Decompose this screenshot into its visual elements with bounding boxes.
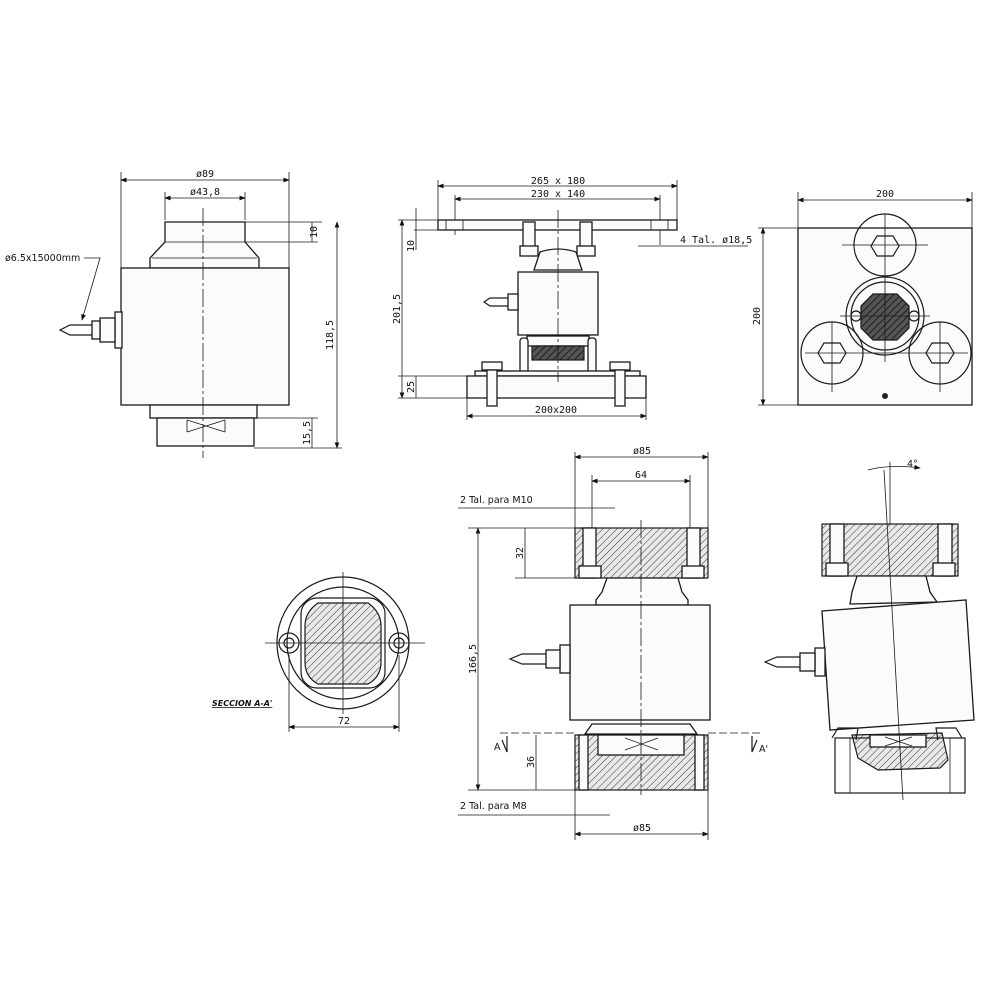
dim-bottom-height: 15,5	[302, 421, 313, 445]
top-holes-label: 2 Tal. para M10	[460, 495, 533, 506]
top-view: 200 200	[752, 189, 973, 406]
dim-top-block-height: 32	[515, 547, 526, 559]
dim-top-diameter: ø85	[633, 446, 651, 457]
top-load-button	[149, 221, 260, 269]
section-a-view: 72 SECCION A-A'	[212, 572, 425, 732]
dim-plate-thickness: 10	[406, 240, 417, 252]
bolt-hex-icon	[870, 235, 900, 257]
holes-label: 4 Tal. ø18,5	[680, 235, 752, 246]
front-view: ø89 ø43,8 ø6.5x15000mm 10 118,5 15,5	[5, 169, 342, 458]
dim-bottom-diameter: ø85	[633, 823, 651, 834]
section-mark-right: A'	[759, 744, 768, 755]
dim-top-hole-spacing: 64	[635, 470, 647, 481]
dim-total-height: 118,5	[325, 320, 336, 350]
load-cell-body	[120, 267, 290, 406]
dim-bottom-block-height: 36	[526, 756, 537, 768]
cable-label: ø6.5x15000mm	[5, 253, 80, 264]
top-plate	[437, 219, 678, 231]
dim-outer-diameter: ø89	[196, 169, 214, 180]
assembly-view: ø85 64 2 Tal. para M10 32 166,5 36 A A' …	[458, 446, 768, 840]
dim-top-plate-holes: 230 x 140	[531, 189, 585, 200]
dim-total-height: 166,5	[468, 644, 479, 674]
section-arrow-icon	[751, 736, 758, 753]
bottom-holes-label: 2 Tal. para M8	[460, 801, 527, 812]
dim-base-height: 25	[406, 381, 417, 393]
dim-top-plate-outer: 265 x 180	[531, 176, 585, 187]
mount-assembly-view: 265 x 180 230 x 140 10 201,5 25 2	[392, 176, 752, 420]
dim-total-height: 201,5	[392, 294, 403, 324]
load-cell-body	[569, 604, 711, 721]
dim-depth: 200	[752, 307, 763, 325]
section-title: SECCION A-A'	[212, 699, 272, 708]
dim-hole-spacing: 72	[338, 716, 350, 727]
section-mark-left: A	[494, 742, 501, 753]
tilted-view: 4°	[763, 459, 975, 801]
base-plate	[466, 375, 647, 399]
tilt-angle: 4°	[907, 459, 918, 470]
bottom-base	[156, 417, 255, 447]
load-cell-body-tilted	[821, 599, 975, 731]
dim-top-height: 10	[309, 226, 320, 238]
dim-width: 200	[876, 189, 894, 200]
cable-connector-icon	[58, 311, 123, 349]
dim-top-diameter: ø43,8	[190, 187, 220, 198]
dim-base-plate: 200x200	[535, 405, 577, 416]
section-arrow-icon	[501, 736, 508, 753]
